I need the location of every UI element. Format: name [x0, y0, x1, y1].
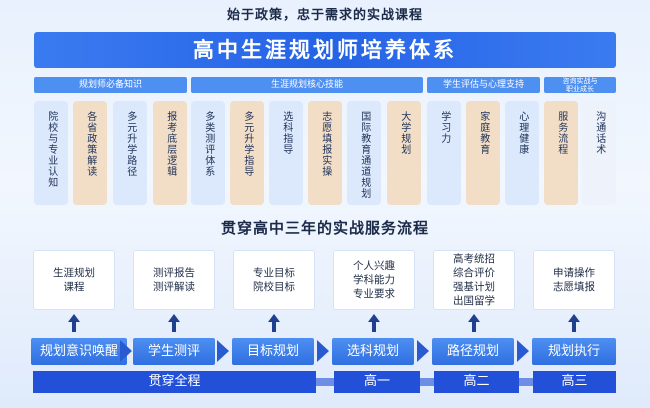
skill-card-label: 大学规划	[398, 111, 410, 155]
category-header: 学生评估与心理支持	[427, 77, 540, 93]
skill-card-label: 家庭教育	[477, 111, 489, 155]
connector	[519, 378, 533, 386]
skill-card: 报考底层逻辑	[153, 101, 187, 205]
arrow-up-icon	[468, 314, 480, 332]
subtitle: 始于政策，忠于需求的实战课程	[226, 8, 423, 23]
stage-label: 目标规划	[232, 338, 314, 365]
skill-card: 各省政策解读	[73, 101, 107, 205]
stage-label: 规划执行	[532, 338, 616, 365]
step-description: 生涯规划 课程	[33, 250, 115, 310]
skill-card: 国际教育通道规划	[347, 101, 381, 205]
skill-card: 心理健康	[505, 101, 539, 205]
skill-card: 院校与专业认知	[34, 101, 68, 205]
step-description: 个人兴趣 学科能力 专业要求	[333, 250, 415, 310]
skill-card: 学习力	[427, 101, 461, 205]
chevron-right-icon	[517, 340, 529, 362]
grade-label: 高二	[434, 371, 519, 393]
grade-label: 贯穿全程	[33, 371, 316, 393]
arrow-up-icon	[168, 314, 180, 332]
section-title: 贯穿高中三年的实战服务流程	[220, 219, 429, 237]
stage-label: 规划意识唤醒	[31, 338, 127, 365]
arrow-up-icon	[268, 314, 280, 332]
step-description: 专业目标 院校目标	[233, 250, 315, 310]
skill-card: 志愿填报实操	[308, 101, 342, 205]
skill-card: 选科指导	[269, 101, 303, 205]
main-title: 高中生涯规划师培养体系	[34, 32, 616, 68]
skill-card-label: 院校与专业认知	[45, 111, 57, 188]
skill-card-label: 志愿填报实操	[319, 111, 331, 177]
skill-card-label: 报考底层逻辑	[164, 111, 176, 177]
chevron-right-icon	[217, 340, 229, 362]
chevron-right-icon	[120, 340, 132, 362]
arrow-up-icon	[368, 314, 380, 332]
skill-card-label: 多类测评体系	[202, 111, 214, 177]
skill-card-label: 多元升学指导	[241, 111, 253, 177]
skill-card-label: 各省政策解读	[84, 111, 96, 177]
chevron-right-icon	[317, 340, 329, 362]
connector	[316, 378, 334, 386]
skill-card: 家庭教育	[466, 101, 500, 205]
skill-card: 大学规划	[387, 101, 421, 205]
connector	[420, 378, 434, 386]
category-header: 规划师必备知识	[34, 77, 187, 93]
skill-card: 多类测评体系	[191, 101, 225, 205]
step-description: 申请操作 志愿填报	[533, 250, 615, 310]
arrow-up-icon	[68, 314, 80, 332]
skill-card-label: 沟通话术	[593, 111, 605, 155]
step-description: 测评报告 测评解读	[133, 250, 215, 310]
category-header: 生涯规划核心技能	[191, 77, 423, 93]
chevron-right-icon	[417, 340, 429, 362]
skill-card: 服务流程	[544, 101, 578, 205]
arrow-up-icon	[568, 314, 580, 332]
stage-label: 路径规划	[432, 338, 514, 365]
grade-label: 高一	[334, 371, 420, 393]
step-description: 高考统招 综合评价 强基计划 出国留学	[433, 250, 515, 310]
stage-label: 学生测评	[133, 338, 215, 365]
skill-card: 沟通话术	[582, 101, 616, 205]
skill-card-label: 服务流程	[555, 111, 567, 155]
skill-card-label: 选科指导	[280, 111, 292, 155]
grade-label: 高三	[533, 371, 616, 393]
skill-card: 多元升学路径	[113, 101, 147, 205]
skill-card-label: 多元升学路径	[124, 111, 136, 177]
skill-card-label: 国际教育通道规划	[358, 111, 370, 199]
stage-label: 选科规划	[332, 338, 414, 365]
skill-card-label: 心理健康	[516, 111, 528, 155]
category-header: 咨询实战与 职业成长	[544, 77, 616, 93]
skill-card-label: 学习力	[438, 111, 450, 144]
skill-card: 多元升学指导	[230, 101, 264, 205]
